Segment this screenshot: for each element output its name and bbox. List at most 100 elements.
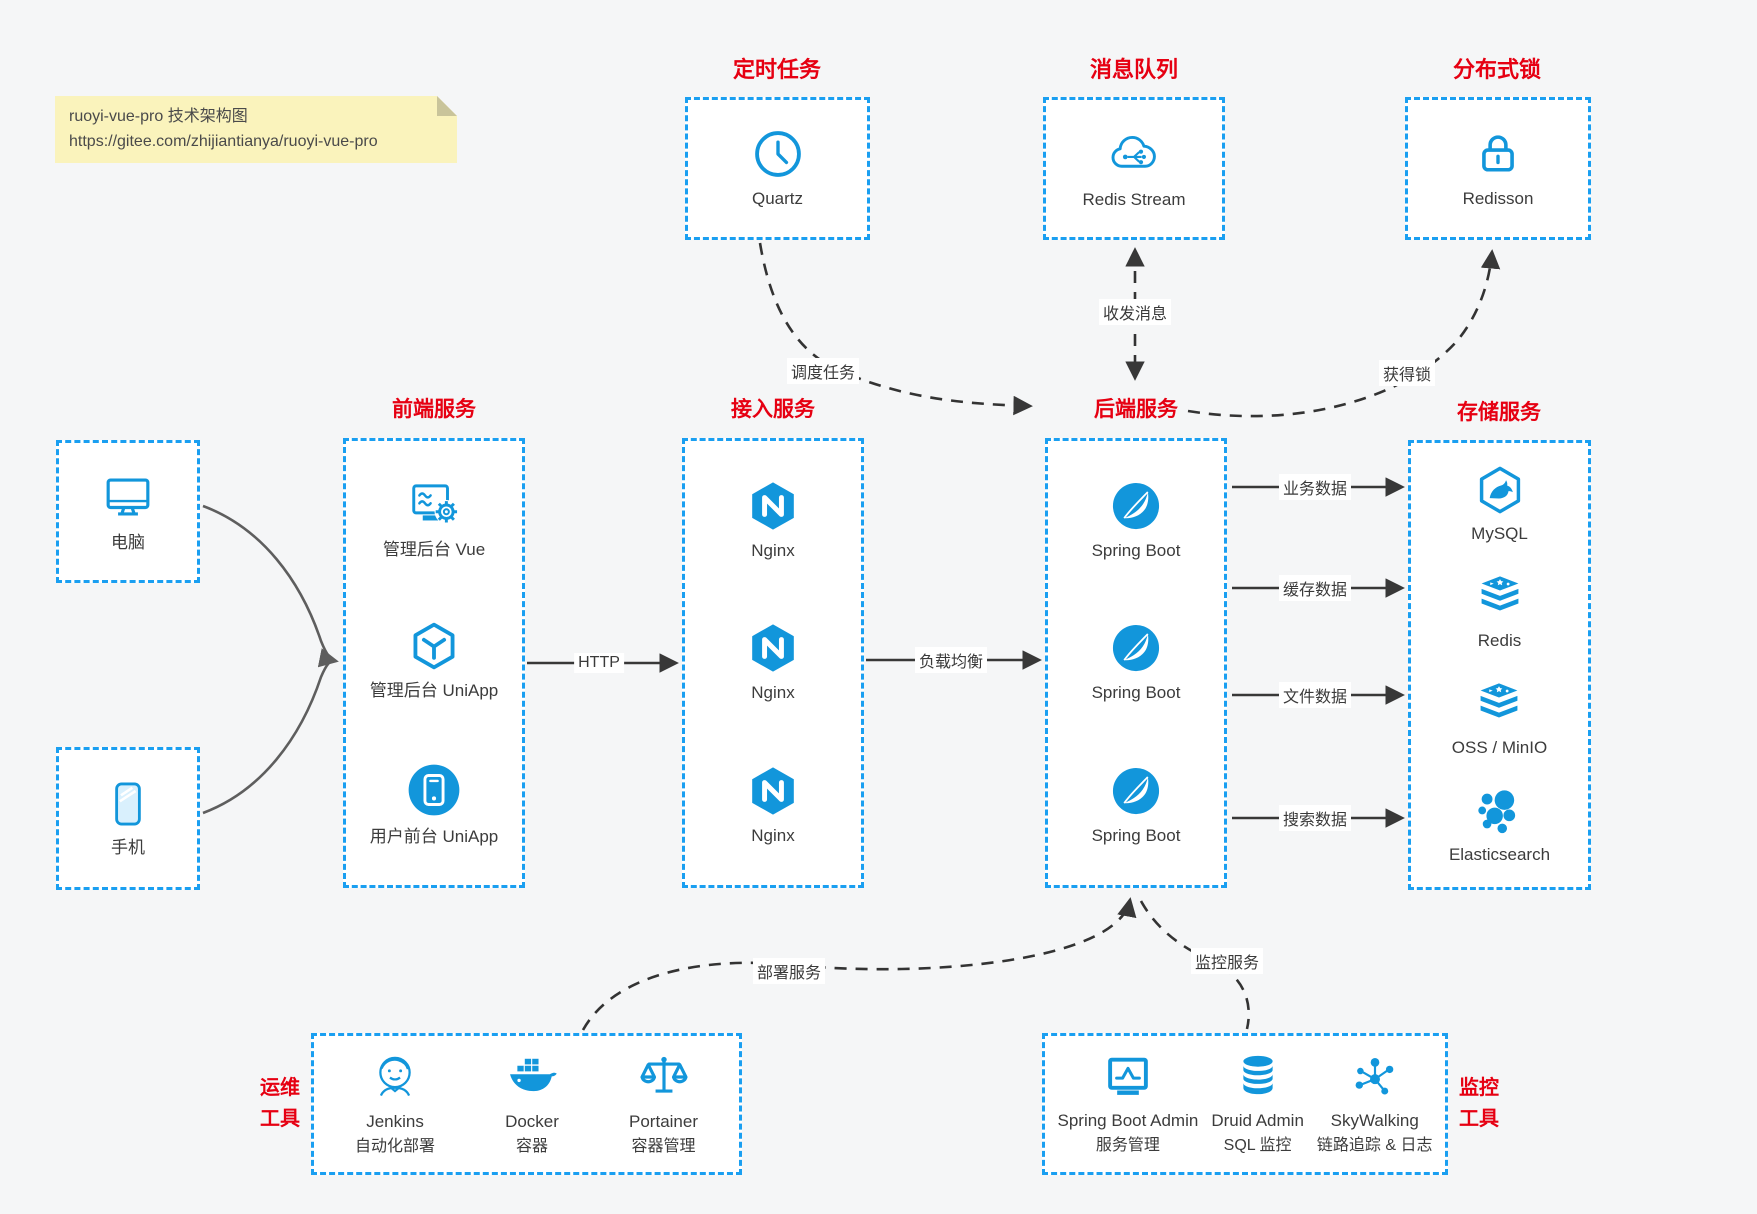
gateway-item-label: Nginx	[751, 683, 795, 703]
storage-box: MySQL Redis OSS / MinIO Elasticsearch	[1408, 440, 1591, 890]
gateway-item-nginx-3: Nginx	[746, 764, 800, 847]
storage-item-mysql: MySQL	[1471, 464, 1528, 545]
monitor-item-skywalking: SkyWalking 链路追踪 & 日志	[1317, 1051, 1433, 1157]
mysql-dolphin-hexagon-icon	[1474, 464, 1526, 516]
edge-computer-to-frontend	[202, 504, 339, 668]
storage-item-label: Elasticsearch	[1448, 844, 1551, 864]
edge-label-cache-data: 缓存数据	[1278, 575, 1352, 601]
computer-item: 电脑	[100, 469, 156, 554]
desktop-monitor-icon	[100, 469, 156, 525]
scales-icon	[637, 1050, 691, 1104]
frontend-item-admin-vue: 管理后台 Vue	[383, 478, 485, 561]
gateway-title: 接入服务	[731, 398, 815, 421]
smartphone-icon	[102, 778, 154, 830]
nginx-hexagon-icon	[746, 764, 800, 818]
note-title: ruoyi-vue-pro 技术架构图	[69, 108, 248, 125]
scheduler-title: 定时任务	[732, 57, 822, 82]
frontend-title: 前端服务	[392, 398, 476, 421]
scheduler-box: Quartz	[685, 97, 870, 240]
spring-leaf-icon	[1109, 764, 1163, 818]
monitor-chart-icon	[1102, 1051, 1154, 1103]
ops-item-name: Docker	[505, 1112, 559, 1132]
ops-side-label-line2: 工具	[260, 1108, 300, 1130]
dashboard-gear-icon	[407, 478, 461, 532]
storage-item-label: MySQL	[1471, 523, 1528, 543]
lock-title: 分布式锁	[1452, 57, 1542, 82]
ops-item-docker: Docker 容器	[505, 1050, 559, 1158]
lock-item-label: Redisson	[1462, 188, 1534, 208]
cube-icon	[407, 619, 461, 673]
monitor-side-label-line1: 监控	[1459, 1077, 1499, 1099]
storage-item-redis: Redis	[1474, 571, 1526, 652]
edge-label-schedule: 调度任务	[786, 358, 860, 384]
storage-item-elasticsearch: Elasticsearch	[1449, 785, 1550, 866]
frontend-item-label: 用户前台 UniApp	[369, 826, 499, 846]
frontend-item-label: 管理后台 Vue	[382, 540, 486, 560]
ops-box: Jenkins 自动化部署 Docker 容器 Portainer 容器管理	[311, 1033, 742, 1175]
ops-item-name: Portainer	[629, 1112, 698, 1132]
backend-item-label: Spring Boot	[1091, 540, 1181, 560]
mq-item: Redis Stream	[1083, 126, 1185, 211]
backend-item-spring-2: Spring Boot	[1091, 621, 1181, 704]
monitor-item-name: SkyWalking	[1330, 1111, 1419, 1131]
mobile-app-circle-icon	[405, 761, 463, 819]
monitor-item-name: Spring Boot Admin	[1057, 1111, 1199, 1131]
edge-get-lock-line	[1187, 249, 1501, 418]
frontend-item-admin-uniapp: 管理后台 UniApp	[370, 619, 498, 702]
monitor-item-desc: SQL 监控	[1223, 1137, 1292, 1155]
backend-item-label: Spring Boot	[1091, 826, 1181, 846]
ops-item-desc: 容器管理	[631, 1138, 696, 1156]
backend-item-spring-3: Spring Boot	[1091, 764, 1181, 847]
storage-title: 存储服务	[1457, 401, 1541, 424]
scheduler-item: Quartz	[751, 127, 805, 210]
monitor-side-label-line2: 工具	[1459, 1108, 1499, 1130]
monitor-box: Spring Boot Admin 服务管理 Druid Admin SQL 监…	[1042, 1033, 1448, 1175]
ops-item-desc: 自动化部署	[355, 1138, 436, 1156]
database-cylinder-icon	[1232, 1051, 1284, 1103]
edge-label-monitoring: 监控服务	[1190, 948, 1264, 974]
lock-icon	[1471, 127, 1525, 181]
ops-side-label: 运维 工具	[260, 1073, 300, 1135]
frontend-item-label: 管理后台 UniApp	[369, 681, 499, 701]
phone-box: 手机	[56, 747, 200, 890]
ops-side-label-line1: 运维	[260, 1077, 300, 1099]
edge-label-load-balance: 负载均衡	[914, 647, 988, 673]
docker-whale-icon	[505, 1050, 559, 1104]
sticky-note: ruoyi-vue-pro 技术架构图 https://gitee.com/zh…	[55, 96, 457, 163]
edge-label-search-data: 搜索数据	[1278, 805, 1352, 831]
edge-label-deploy: 部署服务	[752, 958, 826, 984]
gateway-item-label: Nginx	[751, 540, 795, 560]
backend-item-label: Spring Boot	[1091, 683, 1181, 703]
lock-box: Redisson	[1405, 97, 1591, 240]
ops-item-portainer: Portainer 容器管理	[629, 1050, 698, 1158]
scheduler-item-label: Quartz	[751, 188, 804, 208]
nginx-hexagon-icon	[746, 479, 800, 533]
mq-title: 消息队列	[1089, 57, 1179, 82]
storage-item-label: OSS / MinIO	[1451, 737, 1548, 757]
monitor-item-desc: 链路追踪 & 日志	[1316, 1137, 1433, 1155]
storage-item-oss-minio: OSS / MinIO	[1452, 678, 1547, 759]
edge-label-get-lock: 获得锁	[1378, 360, 1436, 386]
cloud-network-icon	[1106, 126, 1162, 182]
note-url: https://gitee.com/zhijiantianya/ruoyi-vu…	[69, 132, 378, 150]
layer-stack-icon	[1474, 571, 1526, 623]
edge-label-biz-data: 业务数据	[1278, 474, 1352, 500]
backend-box: Spring Boot Spring Boot Spring Boot	[1045, 438, 1227, 888]
mq-box: Redis Stream	[1043, 97, 1225, 240]
node-graph-icon	[1349, 1051, 1401, 1103]
edge-label-http: HTTP	[574, 653, 624, 673]
backend-item-spring-1: Spring Boot	[1091, 479, 1181, 562]
edge-monitoring-line	[1139, 900, 1251, 1030]
layer-stack-icon	[1473, 678, 1525, 730]
spring-leaf-icon	[1109, 479, 1163, 533]
storage-item-label: Redis	[1477, 630, 1522, 650]
clock-icon	[751, 127, 805, 181]
phone-item: 手机	[102, 778, 154, 859]
monitor-side-label: 监控 工具	[1459, 1073, 1499, 1135]
monitor-item-name: Druid Admin	[1211, 1111, 1304, 1131]
phone-label: 手机	[111, 837, 145, 857]
ops-item-desc: 容器	[516, 1138, 549, 1156]
ops-item-name: Jenkins	[366, 1112, 424, 1132]
gateway-item-label: Nginx	[751, 826, 795, 846]
